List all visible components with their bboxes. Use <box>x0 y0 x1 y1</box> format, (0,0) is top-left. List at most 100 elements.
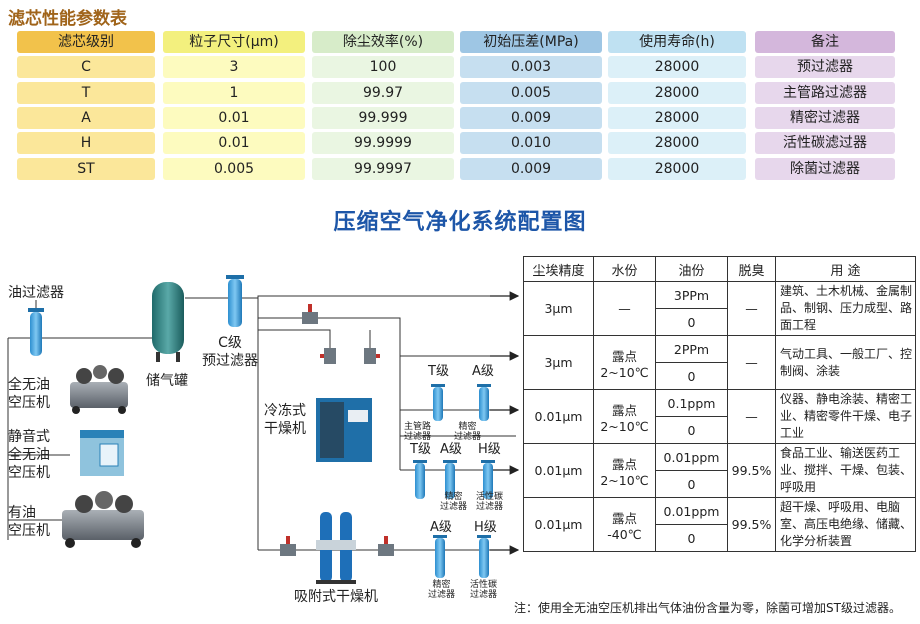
spec-header-3: 初始压差(MPa) <box>460 31 602 53</box>
spec-header-0: 滤芯级别 <box>17 31 155 53</box>
odor-cell: 99.5% <box>727 497 776 552</box>
oil-top-cell: 0.01ppm <box>655 443 728 471</box>
label-oiled-compressor: 有油 空压机 <box>8 505 50 539</box>
label-adsorption-dryer: 吸附式干燥机 <box>294 589 378 605</box>
spec-cell: 0.01 <box>163 107 305 129</box>
label-h-3: H级 <box>474 520 497 535</box>
config-row-sub: 0 <box>524 416 916 444</box>
spec-cell: 28000 <box>608 107 746 129</box>
water-cell: 露点 -40℃ <box>593 497 656 552</box>
label-silent-compressor: 静音式 全无油 空压机 <box>8 429 50 481</box>
use-cell: 气动工具、一般工厂、控制阀、涂装 <box>775 335 916 390</box>
spec-cell: 28000 <box>608 158 746 180</box>
label-a-2: A级 <box>440 442 462 457</box>
odor-cell: — <box>727 281 776 336</box>
header-use: 用 途 <box>775 256 916 282</box>
oil-top-cell: 3PPm <box>655 281 728 309</box>
oil-bottom-cell: 0 <box>655 308 728 336</box>
oiled-compressor-icon <box>62 491 144 548</box>
spec-cell: 0.009 <box>460 107 602 129</box>
dust-cell: 0.01μm <box>523 389 594 444</box>
spec-cell: 28000 <box>608 56 746 78</box>
footnote: 注：使用全无油空压机排出气体油份含量为零，除菌可增加ST级过滤器。 <box>514 601 901 615</box>
spec-cell: 99.97 <box>312 82 454 104</box>
label-tank: 储气罐 <box>146 373 188 389</box>
label-t-1: T级 <box>428 364 449 379</box>
spec-cell: 精密过滤器 <box>755 107 895 129</box>
spec-header-5: 备注 <box>755 31 895 53</box>
filter-icons <box>28 275 495 578</box>
spec-cell: 0.003 <box>460 56 602 78</box>
spec-cell: 99.9997 <box>312 158 454 180</box>
spec-cell: C <box>17 56 155 78</box>
spec-cell: 0.009 <box>460 158 602 180</box>
spec-header-1: 粒子尺寸(μm) <box>163 31 305 53</box>
spec-header-2: 除尘效率(%) <box>312 31 454 53</box>
config-row-sub: 0 <box>524 524 916 552</box>
spec-cell: 主管路过滤器 <box>755 82 895 104</box>
spec-cell: 28000 <box>608 132 746 154</box>
spec-cell: 预过滤器 <box>755 56 895 78</box>
label-refrigerated-dryer: 冷冻式 干燥机 <box>264 403 306 437</box>
config-row: 3μm—3PPm—建筑、土木机械、金属制品、制钢、压力成型、路面工程 <box>523 281 916 336</box>
label-t-2: T级 <box>410 442 431 457</box>
spec-cell: 99.999 <box>312 107 454 129</box>
spec-cell: 0.01 <box>163 132 305 154</box>
spec-cell: 0.010 <box>460 132 602 154</box>
spec-cell: 活性碳滤过器 <box>755 132 895 154</box>
water-cell: — <box>593 281 656 336</box>
valves <box>280 304 394 556</box>
label-a-3: A级 <box>430 520 452 535</box>
use-cell: 建筑、土木机械、金属制品、制钢、压力成型、路面工程 <box>775 281 916 336</box>
refrigerated-dryer-icon <box>316 398 372 462</box>
label-oilfree-compressor: 全无油 空压机 <box>8 377 50 411</box>
label-carbon-filter-3: 活性碳 过滤器 <box>470 580 498 600</box>
config-row-sub: 0 <box>524 362 916 390</box>
dust-cell: 0.01μm <box>523 497 594 552</box>
water-cell: 露点 2~10℃ <box>593 335 656 390</box>
odor-cell: — <box>727 389 776 444</box>
spec-table-title: 滤芯性能参数表 <box>8 9 127 29</box>
spec-cell: 99.9999 <box>312 132 454 154</box>
dust-cell: 3μm <box>523 281 594 336</box>
odor-cell: 99.5% <box>727 443 776 498</box>
dust-cell: 3μm <box>523 335 594 390</box>
oil-bottom-cell: 0 <box>655 470 728 498</box>
header-dust: 尘埃精度 <box>523 256 594 282</box>
label-precision-filter-2: 精密 过滤器 <box>440 492 468 512</box>
spec-cell: 28000 <box>608 82 746 104</box>
label-oil-filter: 油过滤器 <box>8 285 64 301</box>
water-cell: 露点 2~10℃ <box>593 389 656 444</box>
storage-tank-icon <box>152 282 184 362</box>
spec-cell: ST <box>17 158 155 180</box>
spec-cell: 0.005 <box>460 82 602 104</box>
spec-cell: T <box>17 82 155 104</box>
header-water: 水份 <box>593 256 656 282</box>
spec-cell: 3 <box>163 56 305 78</box>
flow-arrows <box>490 291 520 555</box>
spec-cell: 1 <box>163 82 305 104</box>
label-main-filter: 主管路 过滤器 <box>404 422 432 442</box>
spec-header-4: 使用寿命(h) <box>608 31 746 53</box>
label-c-filter: C级 预过滤器 <box>202 335 258 369</box>
label-a-1: A级 <box>472 364 494 379</box>
use-cell: 仪器、静电涂装、精密工业、精密零件干燥、电子工业 <box>775 389 916 444</box>
spec-cell: 0.005 <box>163 158 305 180</box>
oil-top-cell: 2PPm <box>655 335 728 363</box>
oilfree-compressor-icon <box>70 365 128 414</box>
header-odor: 脱臭 <box>727 256 776 282</box>
use-cell: 超干燥、呼吸用、电脑室、高压电绝缘、储藏、化学分析装置 <box>775 497 916 552</box>
oil-bottom-cell: 0 <box>655 524 728 552</box>
spec-cell: 100 <box>312 56 454 78</box>
diagram-title: 压缩空气净化系统配置图 <box>333 210 587 235</box>
spec-cell: H <box>17 132 155 154</box>
spec-cell: 除菌过滤器 <box>755 158 895 180</box>
label-precision-filter-3: 精密 过滤器 <box>428 580 456 600</box>
oil-top-cell: 0.1ppm <box>655 389 728 417</box>
